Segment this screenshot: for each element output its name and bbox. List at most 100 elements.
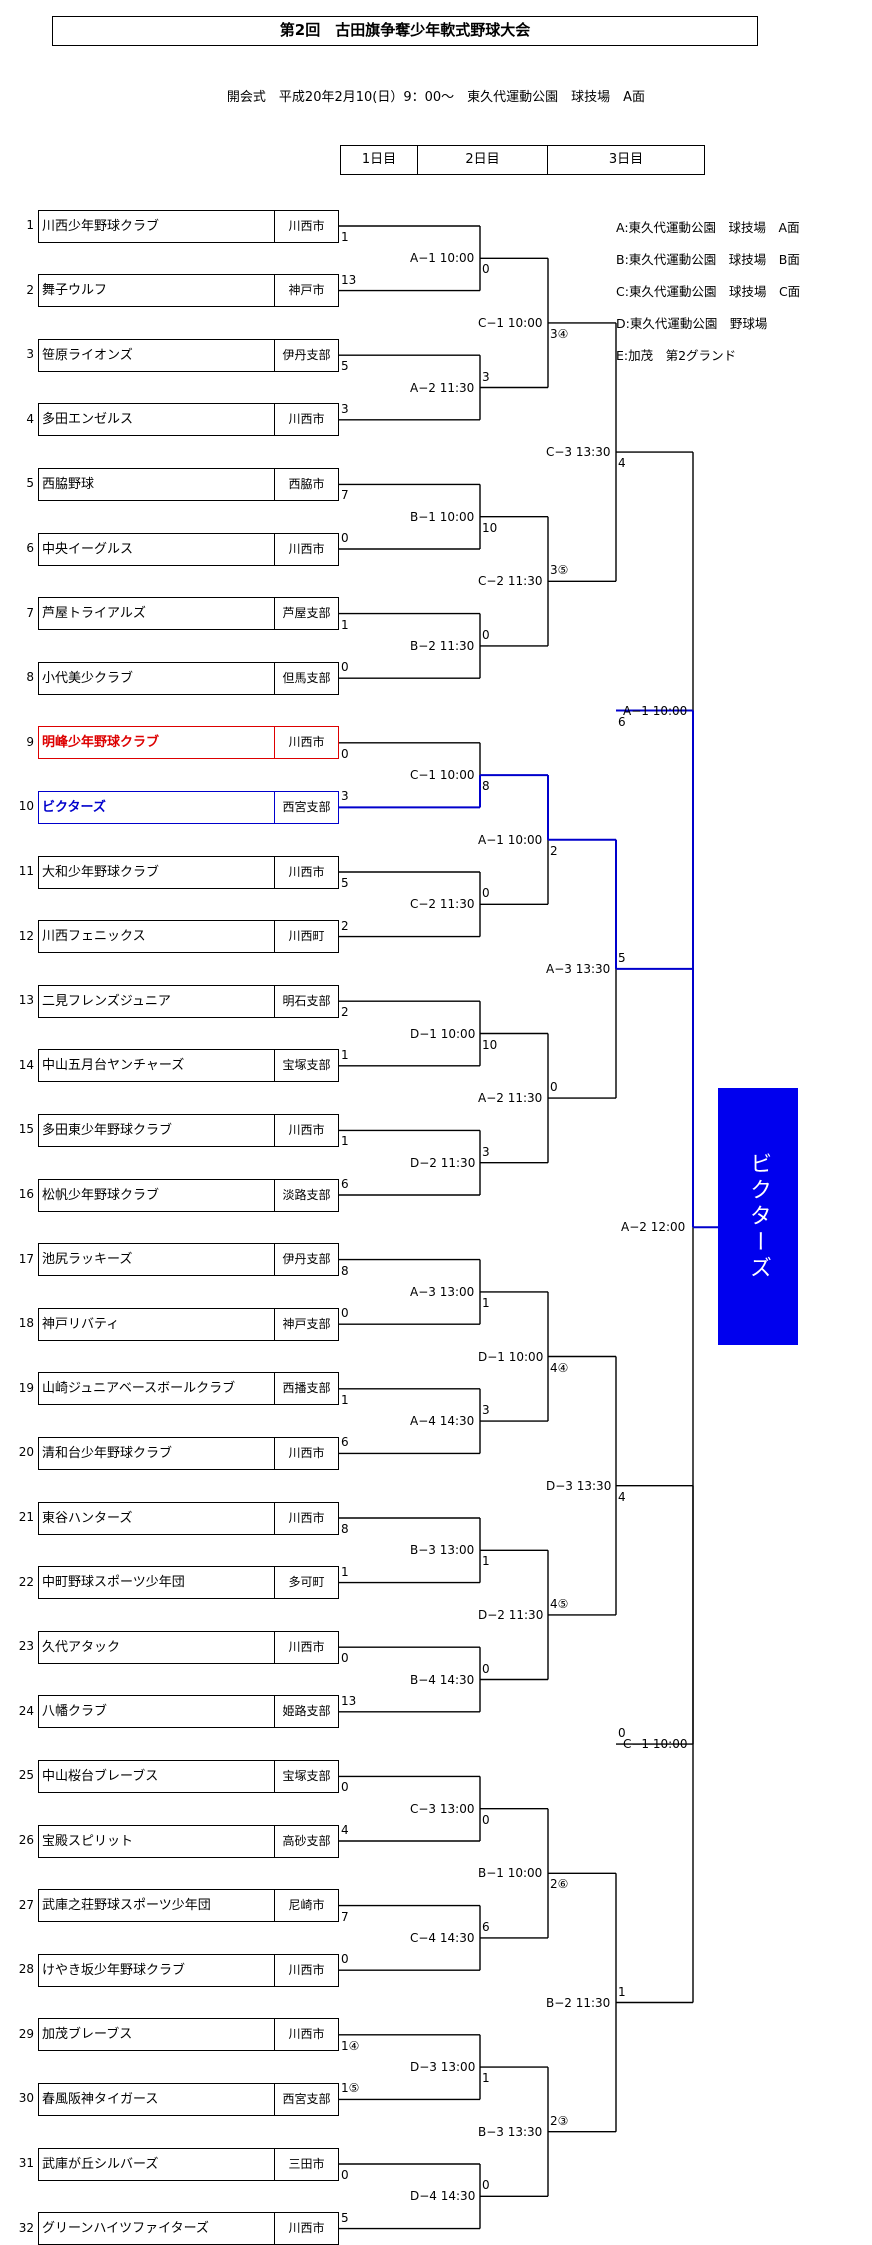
match-score: 5: [618, 950, 626, 965]
team-name: 二見フレンズジュニア: [42, 993, 171, 1009]
match-label: D−1 10:00: [410, 1026, 476, 1041]
team-row: 山崎ジュニアベースボールクラブ 西播支部: [38, 1372, 339, 1406]
venue-legend-d: D:東久代運動公園 野球場: [616, 316, 768, 331]
venue-legend-b: B:東久代運動公園 球技場 B面: [616, 252, 800, 267]
team-number: 1: [26, 218, 34, 232]
team-row: 笹原ライオンズ伊丹支部: [38, 338, 339, 372]
opening-info: 開会式 平成20年2月10(日）9：00～ 東久代運動公園 球技場 A面: [226, 90, 646, 105]
team-row: 宝殿スピリット高砂支部: [38, 1824, 339, 1858]
final-label: A−2 12:00: [621, 1220, 686, 1235]
team-row: 小代美少クラブ 但馬支部: [38, 661, 339, 695]
team-divider: [274, 2083, 275, 2115]
match-score: 0: [482, 1812, 490, 1827]
team-name: グリーンハイツファイターズ: [42, 2221, 209, 2237]
match-label: D−2 11:30: [410, 1155, 476, 1170]
team-number: 32: [18, 2220, 34, 2235]
team-name: ビクターズ: [42, 799, 106, 815]
match-score: 7: [341, 1909, 349, 1924]
match-score: 0: [482, 1661, 490, 1676]
team-name: 中町野球スポーツ少年団: [42, 1575, 185, 1591]
team-divider: [274, 339, 275, 371]
match-score: 1: [482, 1554, 490, 1569]
team-row: けやき坂少年野球クラブ川西市: [38, 1953, 339, 1987]
match-label: D−3 13:00: [410, 2060, 476, 2075]
venue-legend-c: C:東久代運動公園 球技場 C面: [616, 284, 801, 299]
match-score: 10: [482, 1037, 498, 1052]
team-row: 清和台少年野球クラブ川西市: [38, 1436, 339, 1470]
team-row: 八幡クラブ姫路支部: [38, 1695, 339, 1729]
team-name: 池尻ラッキーズ: [42, 1252, 133, 1268]
team-divider: [274, 856, 275, 888]
venue-legend-e: E:加茂 第2グランド: [616, 348, 737, 363]
team-row: 川西フェニックス川西町: [38, 920, 339, 954]
team-divider: [274, 1437, 275, 1469]
match-score: 0: [550, 1080, 558, 1095]
team-divider: [274, 1050, 275, 1082]
team-divider: [274, 2148, 275, 2180]
team-name: 小代美少クラブ: [42, 670, 134, 686]
team-row: 武庫之荘野球スポーツ少年団尼崎市: [38, 1889, 339, 1923]
match-score: 5: [341, 876, 349, 890]
team-number: 20: [18, 1445, 34, 1460]
match-label: D−4 14:30: [410, 2189, 476, 2204]
team-region: 但馬支部: [282, 670, 331, 685]
team-name: 明峰少年野球クラブ: [42, 735, 160, 751]
team-region: 西播支部: [282, 1381, 331, 1396]
page-title: 第2回 古田旗争奪少年軟式野球大会: [52, 16, 758, 46]
team-divider: [274, 2213, 275, 2245]
team-name: 西脇野球: [42, 476, 95, 492]
match-score: 6: [341, 1177, 349, 1191]
team-number: 30: [18, 2091, 34, 2106]
match-score: 1⑤: [341, 2081, 360, 2096]
team-number: 12: [18, 928, 34, 943]
team-name: 宝殿スピリット: [42, 1833, 134, 1849]
match-score: 3④: [550, 326, 569, 341]
team-number: 26: [18, 1833, 34, 1847]
match-score: 0: [341, 1780, 349, 1795]
match-label: B−2 11:30: [546, 1995, 611, 2010]
team-name: 川西少年野球クラブ: [42, 218, 160, 234]
team-divider: [274, 1114, 275, 1146]
team-row: 中町野球スポーツ少年団多可町: [38, 1566, 339, 1600]
match-label: D−3 13:30: [546, 1478, 612, 1493]
match-score: 8: [341, 1522, 349, 1536]
team-region: 川西市: [288, 864, 325, 879]
team-row: 多田エンゼルス川西市: [38, 403, 339, 437]
team-region: 伊丹支部: [282, 347, 331, 362]
match-label: C−1 10:00: [410, 768, 475, 783]
match-score: 0: [341, 1306, 349, 1321]
champion-banner: ビクターズ: [718, 1088, 798, 1345]
team-number: 28: [18, 1962, 34, 1977]
team-region: 宝塚支部: [282, 1768, 331, 1783]
team-row: 久代アタック川西市: [38, 1630, 339, 1664]
team-divider: [274, 598, 275, 630]
day-header-3: 3日目: [547, 145, 705, 175]
team-name: 武庫之荘野球スポーツ少年団: [42, 1898, 211, 1914]
team-row: 明峰少年野球クラブ川西市: [38, 726, 339, 760]
team-number: 31: [18, 2156, 34, 2170]
match-label: A−1 10:00: [478, 832, 543, 847]
team-region: 神戸市: [288, 283, 325, 298]
team-region: 川西市: [288, 2221, 325, 2236]
team-row: 川西少年野球クラブ川西市: [38, 209, 339, 243]
match-score: 3: [482, 369, 490, 384]
team-region: 宝塚支部: [282, 1058, 331, 1073]
match-score: 13: [341, 272, 357, 287]
team-divider: [274, 1373, 275, 1405]
match-score: 0: [482, 2178, 490, 2193]
match-label: A−3 13:30: [546, 961, 611, 976]
team-divider: [274, 1567, 275, 1599]
team-name: けやき坂少年野球クラブ: [42, 1962, 186, 1978]
team-number: 5: [26, 476, 34, 491]
match-label: B−2 11:30: [410, 638, 475, 653]
team-number: 13: [18, 993, 34, 1008]
match-score: 8: [341, 1263, 349, 1278]
team-name: 山崎ジュニアベースボールクラブ: [42, 1381, 236, 1397]
team-region: 川西市: [288, 2027, 325, 2042]
match-score: 0: [341, 531, 349, 545]
match-score: 2: [341, 918, 349, 933]
team-row: 中央イーグルス川西市: [38, 532, 339, 566]
match-score: 2: [341, 1005, 349, 1020]
match-label: A−1 10:00: [623, 703, 688, 718]
